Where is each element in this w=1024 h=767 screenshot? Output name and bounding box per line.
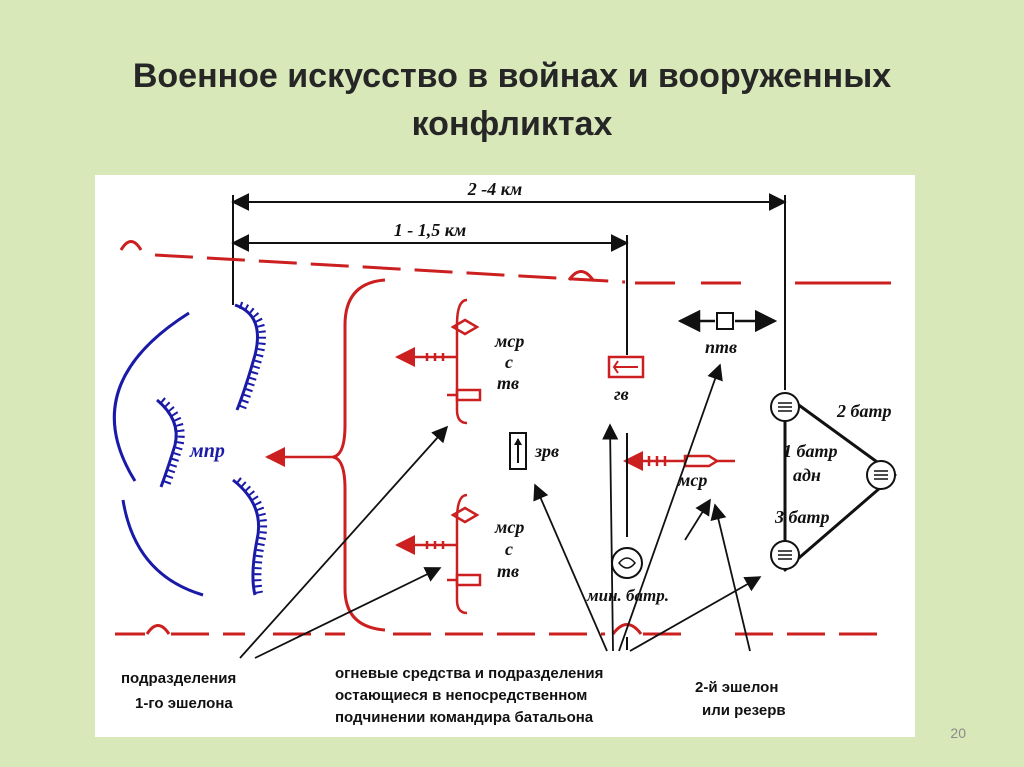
note-first-echelon-line1: подразделения [121, 670, 236, 687]
mortar-battery-label: мин. батр. [586, 586, 669, 605]
msr-top-unit [395, 298, 482, 425]
ptv-label: птв [705, 337, 737, 357]
battalion-defense-diagram: 2 -4 км 1 - 1,5 км [112, 179, 897, 726]
msr-bottom-unit [395, 493, 482, 615]
slide-title: Военное искусство в войнах и вооруженных… [0, 52, 1024, 148]
mpr-label: мпр [189, 440, 225, 462]
msr-mid-label: мср [677, 470, 707, 490]
gv-label: гв [614, 384, 629, 404]
distance-inner: 1 - 1,5 км [231, 220, 629, 355]
msr-bottom-line3: тв [497, 561, 519, 581]
adn-label: адн [793, 465, 821, 485]
page-number: 20 [950, 725, 966, 741]
note-first-echelon: подразделения 1-го эшелона [121, 670, 240, 712]
zrv-label: зрв [534, 441, 559, 461]
note-second-echelon-line1: 2-й эшелон [695, 679, 778, 696]
msr-bottom-label: мср с тв [494, 517, 529, 581]
batr3-label: 3 батр [774, 507, 829, 527]
batr1-label: 1 батр [783, 441, 837, 461]
first-echelon-brace [332, 278, 386, 632]
enemy-position [112, 301, 268, 597]
msr-top-line3: тв [497, 373, 519, 393]
gv-unit: гв [607, 355, 645, 404]
rear-line [115, 623, 891, 636]
msr-bottom-line1: мср [494, 517, 524, 537]
distance-inner-label: 1 - 1,5 км [394, 220, 466, 240]
distance-outer: 2 -4 км [231, 179, 787, 390]
note-second-echelon: 2-й эшелон или резерв [695, 679, 786, 719]
note-fire-means-line3: подчинении командира батальона [335, 709, 594, 726]
note-fire-means-line1: огневые средства и подразделения [335, 665, 603, 682]
front-line [119, 240, 891, 285]
note-second-echelon-line2: или резерв [702, 702, 786, 719]
batr2-label: 2 батр [836, 401, 891, 421]
msr-top-line2: с [505, 352, 513, 372]
title-line-1: Военное искусство в войнах и вооруженных [132, 57, 892, 95]
note-fire-means-line2: остающиеся в непосредственном [335, 687, 587, 704]
msr-mid-unit [623, 451, 735, 471]
msr-top-line1: мср [494, 331, 524, 351]
note-first-echelon-line2: 1-го эшелона [135, 695, 233, 712]
artillery-battalion [770, 392, 897, 572]
pointer-arrows [239, 363, 762, 659]
mortar-battery: мин. батр. [586, 547, 669, 605]
msr-bottom-line2: с [505, 539, 513, 559]
note-fire-means: огневые средства и подразделения остающи… [335, 665, 608, 726]
msr-top-label: мср с тв [494, 331, 529, 393]
zrv-unit: зрв [509, 432, 559, 470]
title-line-2: конфликтах [411, 105, 613, 143]
diagram-panel: 2 -4 км 1 - 1,5 км [95, 175, 915, 737]
distance-outer-label: 2 -4 км [467, 179, 522, 199]
ptv-unit: птв [677, 309, 778, 357]
